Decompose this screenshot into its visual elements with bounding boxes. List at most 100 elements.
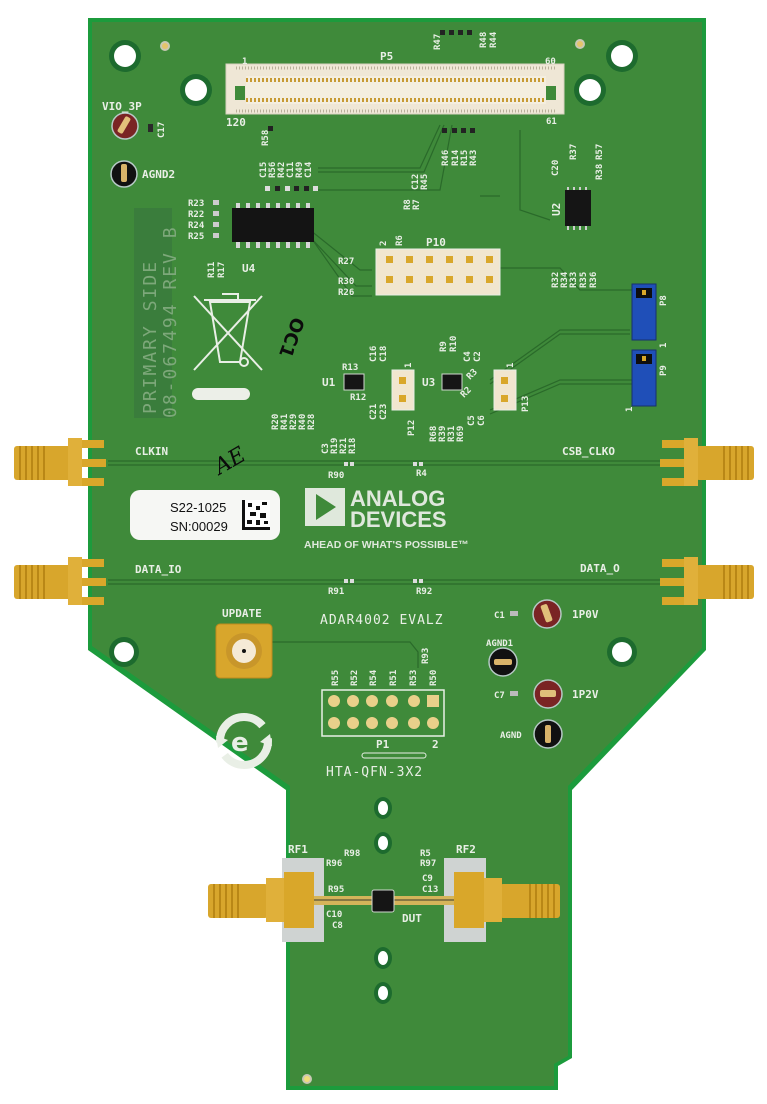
r98-label: R98 (344, 849, 360, 859)
r37-label: R37 (569, 144, 579, 160)
rf-component-labels: R98 R96 R95 R5 R97 C9 C13 C10 C8 (326, 849, 438, 931)
p5-pin-61: 61 (546, 117, 557, 127)
ic-u1[interactable] (343, 373, 365, 391)
p10-pin-2: 2 (379, 241, 389, 246)
p1-pin-2: 2 (432, 738, 439, 751)
r49-label: R49 (295, 162, 305, 178)
p1-resistor-labels: R55 R52 R54 R51 R53 R50 R93 (331, 648, 439, 686)
sma-connector-clkin[interactable] (14, 438, 106, 486)
r4-label: R4 (416, 469, 427, 479)
p13-pin-1: 1 (506, 363, 516, 368)
testpoint-agnd2[interactable] (110, 160, 138, 188)
e-recycle-icon: e (216, 713, 272, 769)
ic-u4[interactable] (232, 203, 314, 248)
r23-label: R23 (188, 199, 204, 209)
r56-label: R56 (268, 162, 278, 178)
line-resistors: R90 R4 R91 R92 (328, 462, 432, 597)
u3-label: U3 (422, 376, 435, 389)
csb-clko-label: CSB_CLKO (562, 445, 615, 458)
sma-connector-update[interactable] (215, 623, 273, 679)
ic-u2[interactable] (565, 187, 591, 230)
u1-label: U1 (322, 376, 336, 389)
r90-label: R90 (328, 471, 344, 481)
testpoint-agnd[interactable] (533, 719, 563, 749)
testpoint-vio-3p[interactable] (111, 112, 139, 140)
r13-label: R13 (342, 363, 358, 373)
rf1-label: RF1 (288, 843, 308, 856)
sma-connector-rf2[interactable] (454, 872, 560, 928)
r7-label: R7 (412, 199, 422, 210)
c13-label: C13 (422, 885, 438, 895)
pcb-board (88, 18, 706, 1090)
weee-recycle-bin-icon (193, 293, 263, 371)
r69-label: R69 (456, 426, 466, 442)
header-p1[interactable] (321, 689, 445, 737)
r43-label: R43 (469, 150, 479, 166)
vio-3p-label: VIO_3P (102, 100, 142, 113)
r55-label: R55 (331, 670, 341, 686)
p5-pin-1: 1 (242, 57, 247, 67)
c4-label: C4 (463, 351, 473, 362)
agnd1-label: AGND1 (486, 639, 513, 649)
r14-label: R14 (451, 149, 461, 166)
r12-label: R12 (350, 393, 366, 403)
r30-label: R30 (338, 277, 354, 287)
jumper-p9[interactable] (631, 349, 657, 407)
r52-label: R52 (350, 670, 360, 686)
r8-label: R8 (403, 199, 413, 210)
r41-label: R41 (280, 414, 290, 430)
ic-u3[interactable] (441, 373, 463, 391)
c11-label: C11 (286, 162, 296, 178)
p8-label: P8 (659, 295, 669, 306)
r54-label: R54 (369, 669, 379, 686)
testpoint-1p2v[interactable] (533, 679, 563, 709)
u2-label: U2 (550, 203, 563, 216)
header-p13[interactable] (493, 369, 517, 411)
r47-label: R47 (433, 34, 443, 50)
dut-label: DUT (402, 912, 422, 925)
header-p12[interactable] (391, 369, 415, 411)
r22-label: R22 (188, 210, 204, 220)
r44-label: R44 (489, 31, 499, 48)
c16-label: C16 (369, 346, 379, 362)
p5-pin-60: 60 (545, 57, 556, 67)
r6-label: R6 (395, 235, 405, 246)
clkin-label: CLKIN (135, 445, 168, 458)
jumper-p8[interactable] (631, 283, 657, 341)
r33-label: R33 (569, 272, 579, 288)
c2-label: C2 (473, 351, 483, 362)
sma-connector-data-o[interactable] (660, 557, 754, 605)
r91-label: R91 (328, 587, 344, 597)
u4-resistors: R23 R22 R24 R25 R11 R17 (188, 199, 227, 278)
c17-label: C17 (157, 122, 167, 138)
r34-label: R34 (560, 271, 570, 288)
c6-label: C6 (477, 415, 487, 426)
r32-label: R32 (551, 272, 561, 288)
c10-label: C10 (326, 910, 342, 920)
c20-label: C20 (551, 160, 561, 176)
ic-dut[interactable] (371, 889, 395, 913)
testpoint-1p0v[interactable] (532, 599, 562, 629)
r29-label: R29 (289, 414, 299, 430)
sma-connector-data-io[interactable] (14, 557, 106, 605)
svg-text:e: e (231, 728, 249, 758)
c1-label: C1 (494, 611, 505, 621)
sma-connector-csb-clko[interactable] (660, 438, 754, 486)
c8-label: C8 (332, 921, 343, 931)
r42-label: R42 (277, 162, 287, 178)
c18-label: C18 (379, 346, 389, 362)
datamatrix-code (242, 500, 270, 530)
r27-label: R27 (338, 257, 354, 267)
c9-label: C9 (422, 874, 433, 884)
sma-connector-rf1[interactable] (208, 872, 314, 928)
serial-sticker (130, 490, 280, 540)
r95-label: R95 (328, 885, 344, 895)
r11-label: R11 (207, 262, 217, 278)
testpoint-agnd1[interactable] (488, 647, 518, 677)
header-p10[interactable] (375, 248, 501, 296)
r68-label: R68 (429, 426, 439, 442)
r31-label: R31 (447, 426, 457, 442)
connector-p5[interactable] (225, 63, 565, 115)
r36-label: R36 (589, 272, 599, 288)
r39-label: R39 (438, 426, 448, 442)
